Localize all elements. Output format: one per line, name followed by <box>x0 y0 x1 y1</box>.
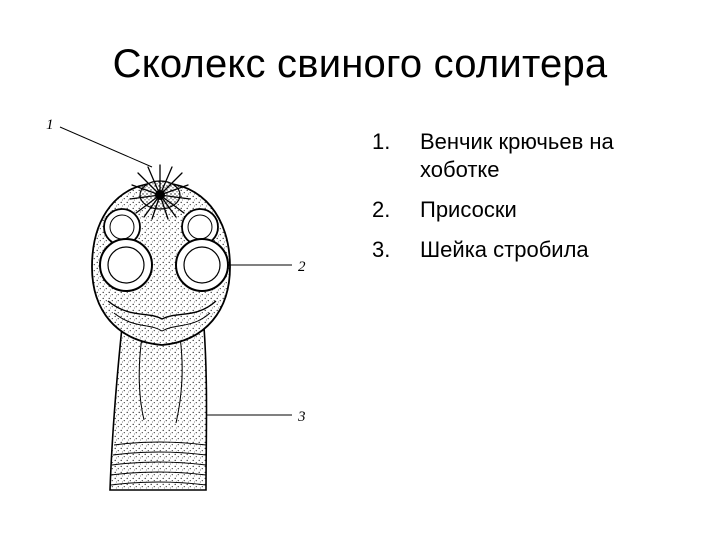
legend-list: 1. Венчик крючьев на хоботке 2. Присоски… <box>372 128 692 276</box>
legend-item-number: 1. <box>372 128 420 184</box>
legend-item-number: 3. <box>372 236 420 264</box>
sucker-lower-right <box>176 239 228 291</box>
legend-item-text: Шейка стробила <box>420 236 692 264</box>
neck-strobila <box>110 327 207 490</box>
sucker-lower-left <box>100 239 152 291</box>
callout-1: 1 <box>46 117 54 133</box>
legend-item: 2. Присоски <box>372 196 692 224</box>
legend-item: 3. Шейка стробила <box>372 236 692 264</box>
callout-2: 2 <box>298 259 306 275</box>
leader-line-1 <box>60 127 152 167</box>
legend-item-text: Присоски <box>420 196 692 224</box>
legend-item: 1. Венчик крючьев на хоботке <box>372 128 692 184</box>
callout-3: 3 <box>297 409 306 425</box>
slide-title: Сколекс свиного солитера <box>0 42 720 87</box>
legend-item-number: 2. <box>372 196 420 224</box>
scolex-illustration: 1 2 3 <box>30 105 330 505</box>
legend-item-text: Венчик крючьев на хоботке <box>420 128 692 184</box>
